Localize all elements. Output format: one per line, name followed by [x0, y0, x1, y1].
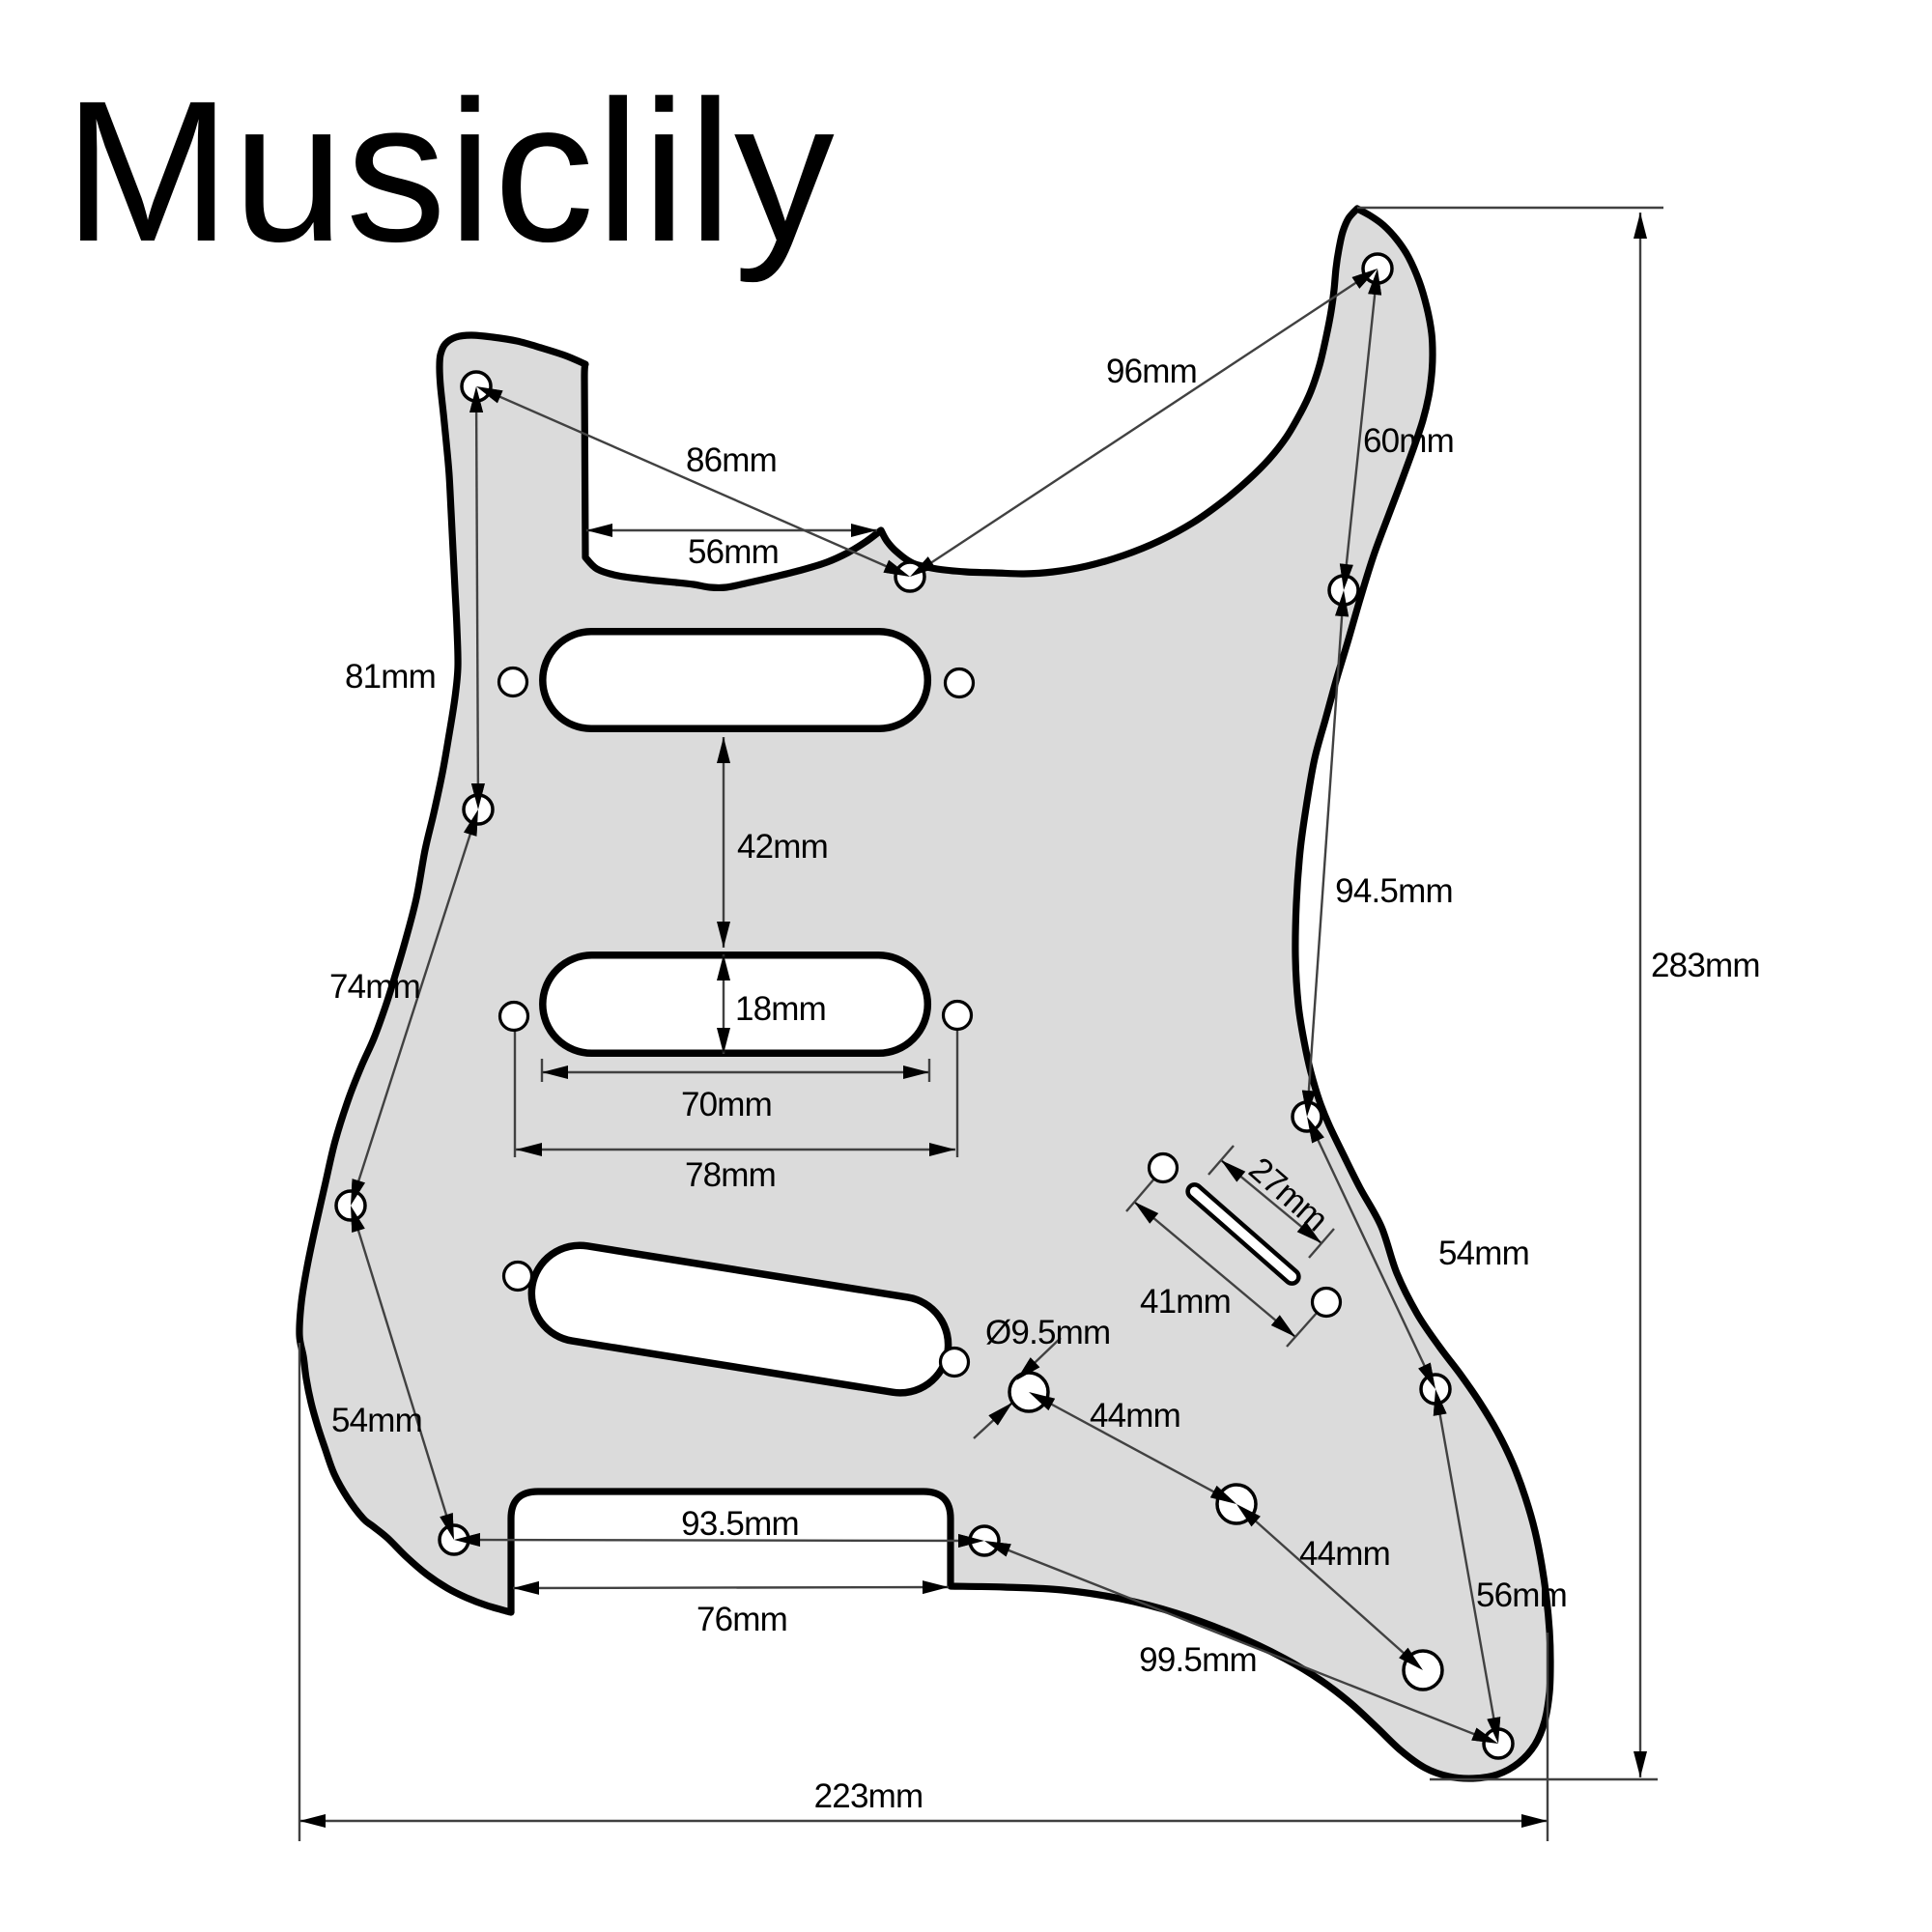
svg-text:18mm: 18mm	[735, 990, 826, 1028]
svg-text:Ø9.5mm: Ø9.5mm	[985, 1314, 1110, 1351]
svg-text:99.5mm: 99.5mm	[1139, 1641, 1257, 1679]
svg-text:41mm: 41mm	[1140, 1283, 1231, 1321]
svg-text:78mm: 78mm	[685, 1156, 776, 1194]
svg-text:93.5mm: 93.5mm	[681, 1505, 799, 1543]
svg-text:56mm: 56mm	[1476, 1577, 1567, 1614]
svg-text:Musiclily: Musiclily	[64, 60, 836, 284]
svg-text:81mm: 81mm	[345, 658, 436, 696]
svg-text:44mm: 44mm	[1090, 1397, 1180, 1435]
svg-text:223mm: 223mm	[814, 1777, 923, 1815]
svg-text:74mm: 74mm	[329, 968, 420, 1006]
svg-text:70mm: 70mm	[681, 1086, 772, 1123]
svg-text:54mm: 54mm	[331, 1402, 422, 1439]
svg-text:44mm: 44mm	[1299, 1535, 1390, 1573]
svg-text:96mm: 96mm	[1106, 353, 1197, 390]
svg-text:60mm: 60mm	[1363, 422, 1454, 460]
svg-text:94.5mm: 94.5mm	[1335, 872, 1453, 910]
svg-text:42mm: 42mm	[737, 828, 828, 866]
svg-text:283mm: 283mm	[1651, 947, 1760, 984]
svg-text:76mm: 76mm	[696, 1601, 787, 1638]
svg-text:86mm: 86mm	[686, 441, 777, 479]
svg-text:56mm: 56mm	[688, 533, 779, 571]
svg-text:54mm: 54mm	[1438, 1235, 1529, 1272]
